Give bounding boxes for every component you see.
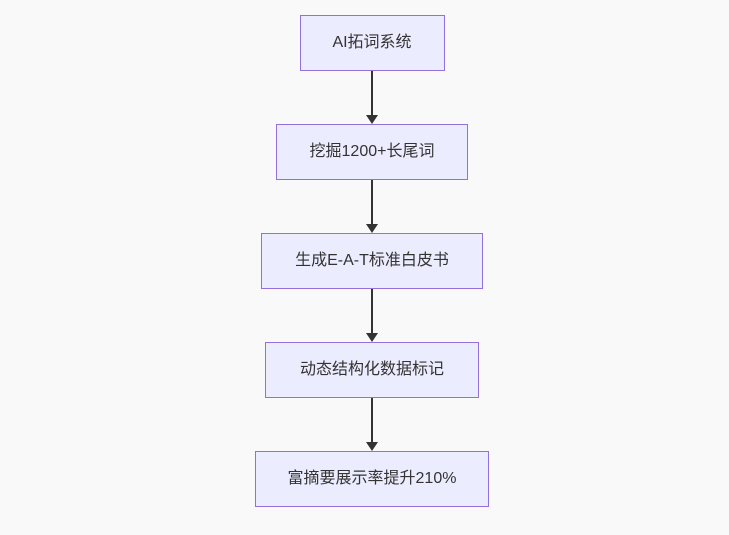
arrow-line <box>371 289 373 334</box>
arrow-line <box>371 71 373 116</box>
node-label: 挖掘1200+长尾词 <box>309 143 435 160</box>
arrow-head-icon <box>366 115 378 124</box>
node-label: AI拓词系统 <box>332 34 412 51</box>
flowchart-node-eat-whitepaper: 生成E-A-T标准白皮书 <box>261 233 483 289</box>
flow-arrow-2 <box>366 180 378 233</box>
flow-arrow-1 <box>366 71 378 124</box>
arrow-head-icon <box>366 442 378 451</box>
flow-arrow-3 <box>366 289 378 342</box>
arrow-line <box>371 180 373 225</box>
flow-arrow-4 <box>366 398 378 451</box>
arrow-head-icon <box>366 333 378 342</box>
flowchart: AI拓词系统 挖掘1200+长尾词 生成E-A-T标准白皮书 动态结构化数据标记 <box>255 15 489 507</box>
flowchart-node-longtail-mining: 挖掘1200+长尾词 <box>276 124 468 180</box>
flowchart-node-ai-expansion-system: AI拓词系统 <box>299 15 445 71</box>
arrow-head-icon <box>366 224 378 233</box>
flowchart-node-structured-data-markup: 动态结构化数据标记 <box>265 342 479 398</box>
node-label: 富摘要展示率提升210% <box>287 470 457 487</box>
node-label: 动态结构化数据标记 <box>299 361 444 378</box>
flowchart-node-rich-snippet-rate: 富摘要展示率提升210% <box>255 451 489 507</box>
node-label: 生成E-A-T标准白皮书 <box>295 252 449 269</box>
arrow-line <box>371 398 373 443</box>
